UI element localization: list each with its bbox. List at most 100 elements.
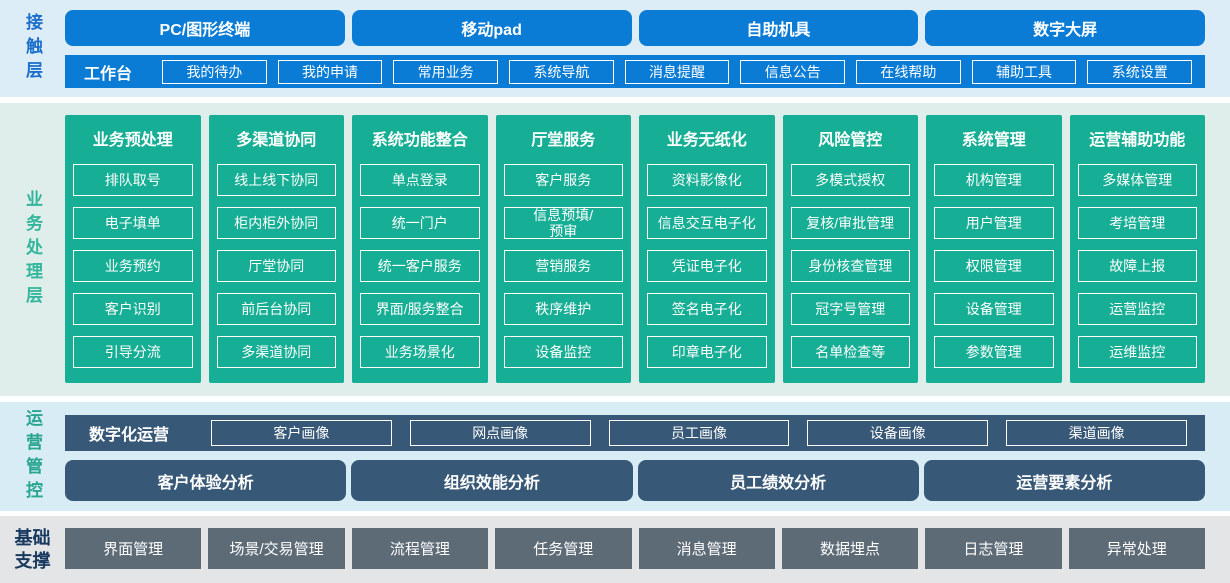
module-item: 界面/服务整合 (360, 293, 480, 325)
digital-operations-bar: 数字化运营 客户画像 网点画像 员工画像 设备画像 渠道画像 (65, 415, 1205, 451)
foundation-item-ui-management: 界面管理 (65, 528, 202, 569)
module-item: 营销服务 (503, 250, 623, 282)
workbench-item-applications: 我的申请 (277, 59, 383, 84)
module-item: 多模式授权 (790, 164, 910, 196)
terminal-tile-pc: PC/图形终端 (65, 10, 345, 46)
workbench-item-online-help: 在线帮助 (856, 59, 961, 84)
module-item: 信息预填/ 预审 (503, 207, 623, 239)
module-item: 电子填单 (73, 207, 193, 239)
module-item: 业务场景化 (360, 336, 480, 368)
foundation-item-scene-transaction: 场景/交易管理 (208, 528, 345, 569)
module-item: 单点登录 (360, 164, 480, 196)
module-column-system-integration: 系统功能整合 单点登录 统一门户 统一客户服务 界面/服务整合 业务场景化 (352, 115, 488, 383)
module-item: 多渠道协同 (216, 336, 336, 368)
business-layer-section: 业务处理层 业务预处理 排队取号 电子填单 业务预约 客户识别 引导分流 多渠道… (0, 103, 1230, 396)
module-item: 名单检查等 (790, 336, 910, 368)
module-item: 排队取号 (73, 164, 193, 196)
module-item: 机构管理 (934, 164, 1054, 196)
module-title: 业务无纸化 (666, 132, 747, 149)
module-item: 客户识别 (73, 293, 193, 325)
foundation-row: 界面管理 场景/交易管理 流程管理 任务管理 消息管理 数据埋点 日志管理 异常… (65, 528, 1205, 569)
workbench-item-system-nav: 系统导航 (509, 59, 614, 84)
analysis-tile-customer-experience: 客户体验分析 (65, 460, 347, 501)
module-item: 资料影像化 (647, 164, 767, 196)
module-item: 统一门户 (360, 207, 480, 239)
digital-operations-label: 数字化运营 (88, 427, 169, 444)
module-title: 运营辅助功能 (1089, 132, 1186, 149)
foundation-item-exception: 异常处理 (1068, 528, 1205, 569)
analysis-row: 客户体验分析 组织效能分析 员工绩效分析 运营要素分析 (65, 460, 1205, 501)
analysis-tile-ops-factors: 运营要素分析 (923, 460, 1205, 501)
profile-item-employee: 员工画像 (608, 420, 790, 446)
foundation-item-process: 流程管理 (351, 528, 489, 569)
module-item: 复核/审批管理 (790, 207, 910, 239)
module-item: 运维监控 (1077, 336, 1197, 368)
module-item: 印章电子化 (647, 336, 767, 368)
module-column-lobby-service: 厅堂服务 客户服务 信息预填/ 预审 营销服务 秩序维护 设备监控 (495, 115, 631, 383)
module-item: 设备管理 (934, 293, 1054, 325)
module-item: 身份核查管理 (790, 250, 910, 282)
module-item: 秩序维护 (503, 293, 623, 325)
module-title: 多渠道协同 (236, 132, 317, 149)
module-item: 统一客户服务 (360, 250, 480, 282)
module-title: 系统功能整合 (371, 132, 468, 149)
terminal-row: PC/图形终端 移动pad 自助机具 数字大屏 (65, 10, 1205, 46)
module-item: 引导分流 (73, 336, 193, 368)
module-item: 客户服务 (503, 164, 623, 196)
module-item: 签名电子化 (647, 293, 767, 325)
workbench-item-message-reminder: 消息提醒 (624, 59, 730, 84)
module-item: 冠字号管理 (790, 293, 910, 325)
contact-layer-content: PC/图形终端 移动pad 自助机具 数字大屏 工作台 我的待办 我的申请 常用… (65, 0, 1230, 97)
module-column-risk-control: 风险管控 多模式授权 复核/审批管理 身份核查管理 冠字号管理 名单检查等 (782, 115, 918, 383)
workbench-item-common-business: 常用业务 (393, 59, 499, 84)
workbench-item-aux-tools: 辅助工具 (971, 59, 1077, 84)
profile-item-channel: 渠道画像 (1006, 420, 1187, 446)
module-title: 系统管理 (961, 132, 1026, 149)
business-layer-label: 业务处理层 (0, 103, 65, 396)
foundation-layer-section: 基础支撑 界面管理 场景/交易管理 流程管理 任务管理 消息管理 数据埋点 日志… (0, 516, 1230, 583)
module-column-ops-auxiliary: 运营辅助功能 多媒体管理 考培管理 故障上报 运营监控 运维监控 (1069, 115, 1205, 383)
workbench-label: 工作台 (83, 65, 132, 83)
terminal-tile-mobile-pad: 移动pad (351, 10, 632, 46)
business-layer-label-text: 业务处理层 (23, 189, 42, 310)
module-item: 考培管理 (1077, 207, 1197, 239)
module-item: 线上线下协同 (216, 164, 336, 196)
analysis-tile-employee-performance: 员工绩效分析 (637, 460, 919, 501)
profile-item-device: 设备画像 (807, 420, 989, 446)
module-title: 业务预处理 (92, 132, 173, 149)
module-column-paperless: 业务无纸化 资料影像化 信息交互电子化 凭证电子化 签名电子化 印章电子化 (639, 115, 775, 383)
foundation-item-data-tracking: 数据埋点 (781, 528, 919, 569)
module-item: 业务预约 (73, 250, 193, 282)
module-item: 权限管理 (934, 250, 1054, 282)
module-item: 设备监控 (503, 336, 623, 368)
module-item: 信息交互电子化 (647, 207, 767, 239)
operations-layer-content: 数字化运营 客户画像 网点画像 员工画像 设备画像 渠道画像 客户体验分析 组织… (65, 402, 1230, 511)
module-column-preprocessing: 业务预处理 排队取号 电子填单 业务预约 客户识别 引导分流 (65, 115, 201, 383)
workbench-bar: 工作台 我的待办 我的申请 常用业务 系统导航 消息提醒 信息公告 在线帮助 辅… (65, 55, 1205, 88)
module-title: 风险管控 (818, 132, 883, 149)
workbench-item-todo: 我的待办 (162, 59, 267, 84)
module-item: 多媒体管理 (1077, 164, 1197, 196)
profile-item-customer: 客户画像 (211, 420, 392, 446)
module-column-system-management: 系统管理 机构管理 用户管理 权限管理 设备管理 参数管理 (926, 115, 1062, 383)
analysis-tile-org-efficiency: 组织效能分析 (351, 460, 633, 501)
contact-layer-label-text: 接触层 (23, 12, 42, 85)
module-item: 故障上报 (1077, 250, 1197, 282)
terminal-tile-digital-screen: 数字大屏 (925, 10, 1205, 46)
profile-item-branch: 网点画像 (409, 420, 591, 446)
module-column-multichannel: 多渠道协同 线上线下协同 柜内柜外协同 厅堂协同 前后台协同 多渠道协同 (208, 115, 344, 383)
contact-layer-label: 接触层 (0, 0, 65, 97)
operations-layer-section: 运营管控 数字化运营 客户画像 网点画像 员工画像 设备画像 渠道画像 客户体验… (0, 402, 1230, 511)
operations-layer-label: 运营管控 (0, 402, 65, 511)
operations-layer-label-text: 运营管控 (23, 408, 42, 505)
module-item: 厅堂协同 (216, 250, 336, 282)
module-item: 参数管理 (934, 336, 1054, 368)
terminal-tile-self-service: 自助机具 (638, 10, 919, 46)
business-module-grid: 业务预处理 排队取号 电子填单 业务预约 客户识别 引导分流 多渠道协同 线上线… (65, 115, 1205, 383)
foundation-item-task: 任务管理 (495, 528, 632, 569)
foundation-layer-label-text: 基础支撑 (14, 528, 51, 571)
module-item: 运营监控 (1077, 293, 1197, 325)
foundation-item-log: 日志管理 (925, 528, 1062, 569)
module-item: 凭证电子化 (647, 250, 767, 282)
workbench-item-announcements: 信息公告 (740, 59, 846, 84)
